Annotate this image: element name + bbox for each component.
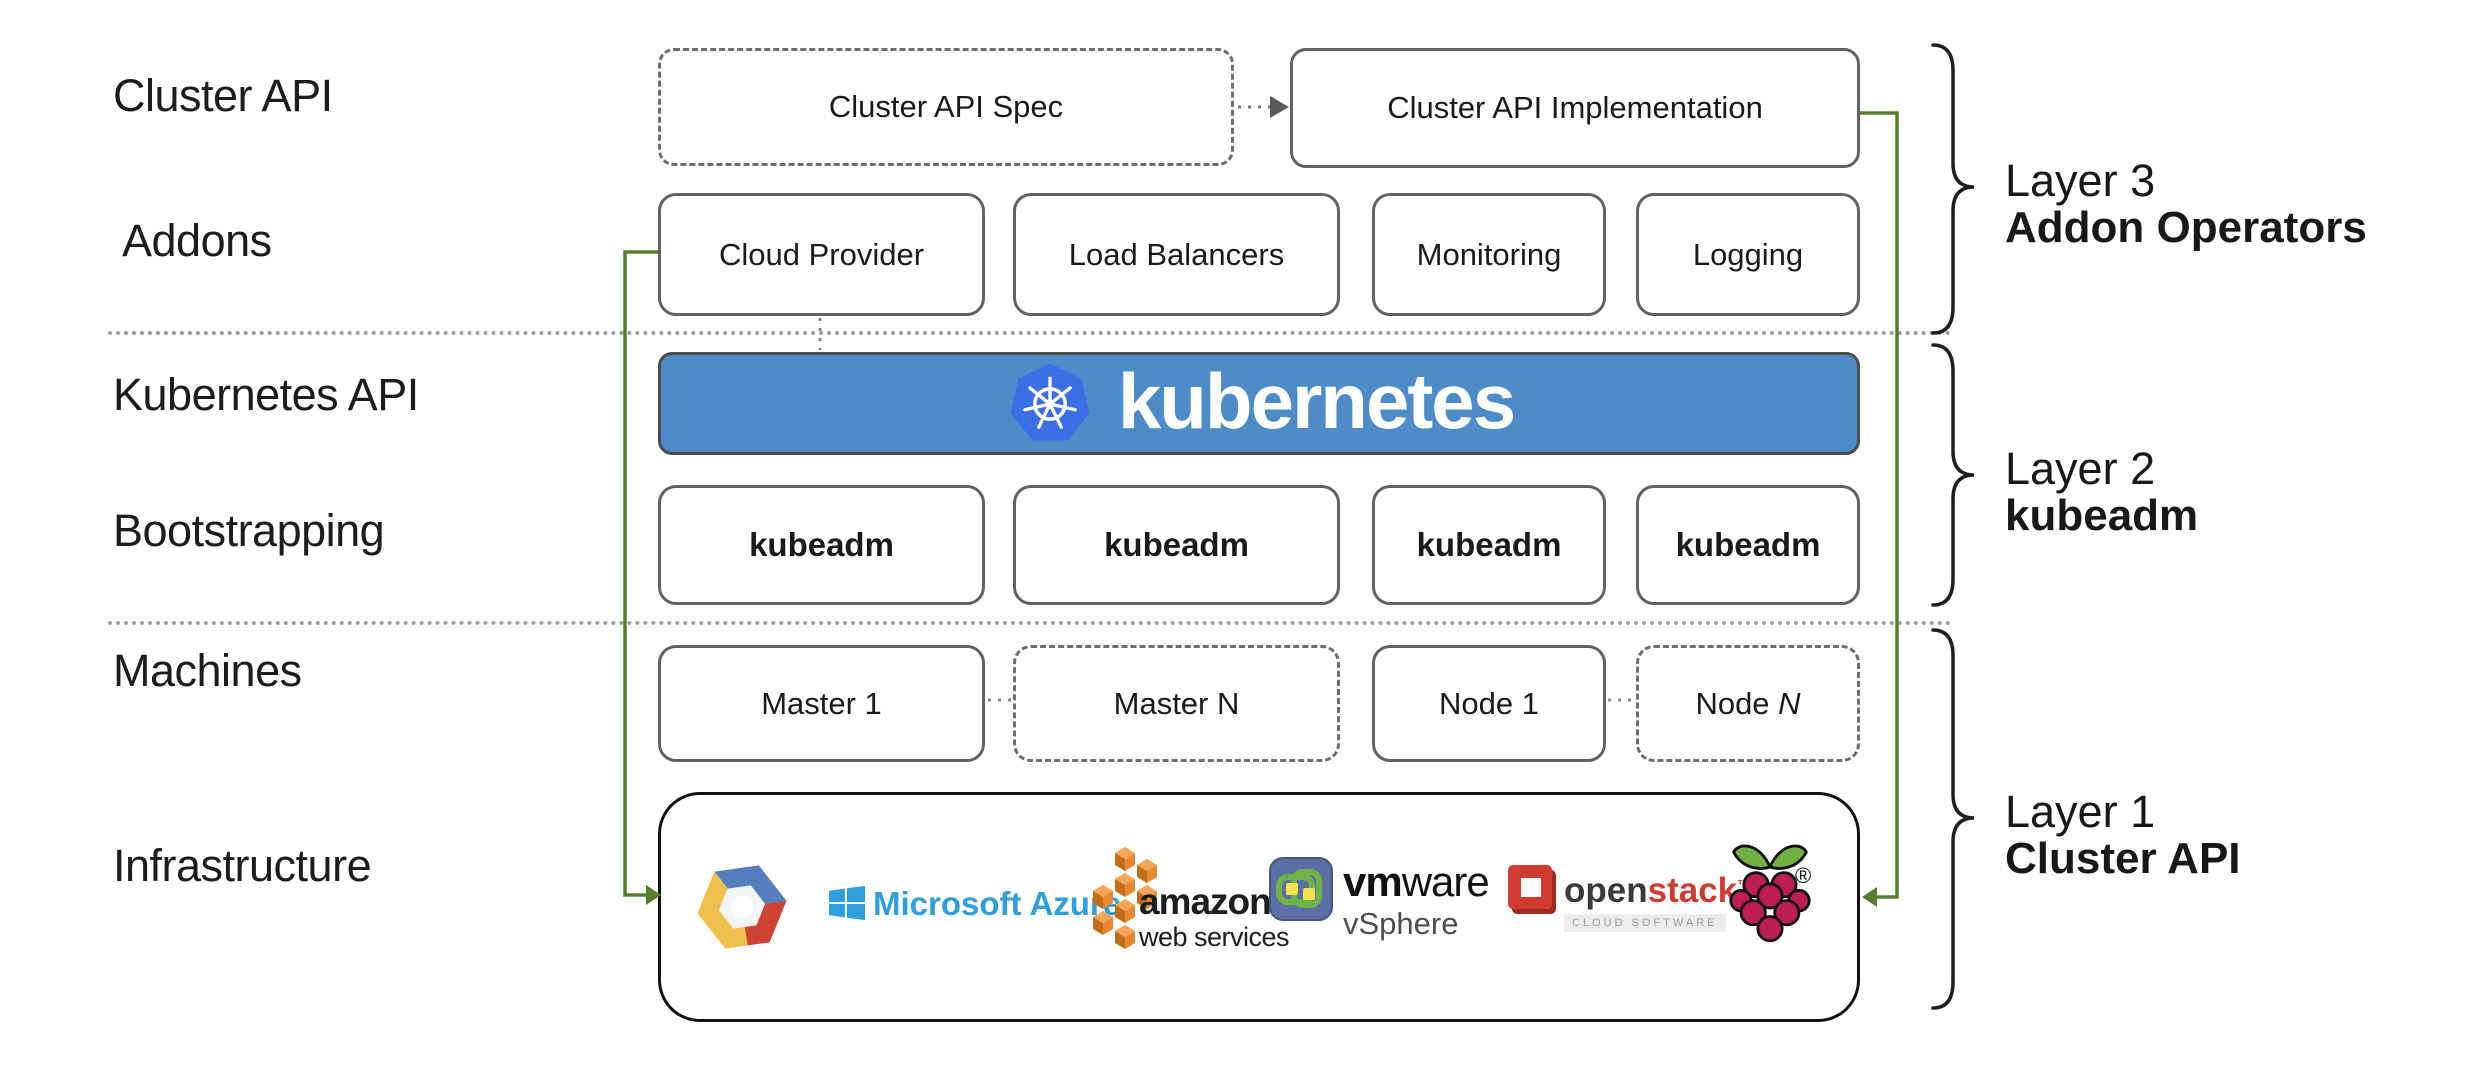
layer-1-title: Layer 1 (2005, 786, 2156, 837)
load-balancers-label: Load Balancers (1068, 236, 1285, 272)
green-connector-right (1860, 111, 1899, 907)
green-connector-left (623, 250, 661, 905)
row-label-cluster-api: Cluster API (113, 70, 333, 121)
box-kubeadm-2: kubeadm (1013, 485, 1340, 605)
box-logging: Logging (1636, 193, 1860, 316)
dotted-separator-bottom (108, 621, 1952, 625)
row-label-machines: Machines (113, 645, 302, 696)
kubeadm-label: kubeadm (749, 526, 894, 563)
kubernetes-wordmark: kubernetes (1117, 356, 1516, 445)
box-load-balancers: Load Balancers (1013, 193, 1340, 316)
kubeadm-label: kubeadm (1416, 526, 1562, 563)
openstack-icon (1506, 861, 1558, 919)
cluster-api-spec-label: Cluster API Spec (828, 89, 1064, 124)
vmware-icon (1269, 855, 1333, 927)
box-node-n: Node N (1636, 645, 1860, 762)
master-n-label: Master N (1113, 685, 1240, 721)
layer-3-subtitle: Addon Operators (2005, 203, 2367, 252)
google-cloud-icon (693, 849, 791, 965)
openstack-logo-text: openstack™ CLOUD SOFTWARE (1564, 873, 1751, 932)
layer-2-title: Layer 2 (2005, 443, 2156, 494)
box-kubeadm-3: kubeadm (1372, 485, 1606, 605)
box-master-n: Master N (1013, 645, 1340, 762)
azure-logo-text: Microsoft Azure (873, 885, 1122, 922)
dotted-separator-top (108, 331, 1952, 335)
cluster-api-implementation-label: Cluster API Implementation (1387, 90, 1763, 125)
layer-2-subtitle: kubeadm (2005, 491, 2199, 540)
box-cloud-provider: Cloud Provider (658, 193, 985, 316)
node-1-label: Node 1 (1439, 685, 1539, 721)
master-1-label: Master 1 (761, 685, 882, 721)
row-label-addons: Addons (122, 215, 272, 266)
row-label-kubernetes-api: Kubernetes API (113, 369, 419, 420)
box-master-1: Master 1 (658, 645, 985, 762)
kubeadm-label: kubeadm (1675, 526, 1821, 563)
layer-3-title: Layer 3 (2005, 155, 2156, 206)
row-label-infrastructure: Infrastructure (113, 840, 372, 891)
row-label-bootstrapping: Bootstrapping (113, 505, 385, 556)
box-cluster-api-spec: Cluster API Spec (658, 48, 1234, 166)
box-node-1: Node 1 (1372, 645, 1606, 762)
azure-window-icon (829, 885, 865, 921)
box-kubeadm-1: kubeadm (658, 485, 985, 605)
layer-1-bracket (1931, 628, 1975, 1010)
layer-2-bracket (1931, 343, 1975, 607)
cloud-provider-label: Cloud Provider (718, 236, 925, 272)
box-kubeadm-4: kubeadm (1636, 485, 1860, 605)
box-cluster-api-implementation: Cluster API Implementation (1290, 48, 1860, 168)
layer-1-subtitle: Cluster API (2005, 834, 2241, 883)
raspberry-pi-icon (1723, 839, 1817, 951)
node-n-label: Node (1695, 685, 1779, 721)
kubeadm-label: kubeadm (1104, 526, 1249, 563)
monitoring-label: Monitoring (1416, 236, 1562, 272)
aws-logo-text: amazon web services (1139, 881, 1290, 952)
vmware-logo-text: vmware vSphere (1343, 858, 1490, 941)
kubernetes-banner: kubernetes (658, 352, 1860, 455)
raspberry-registered-mark: ® (1795, 863, 1812, 888)
spec-to-implementation-arrow (1238, 96, 1289, 118)
layer-3-bracket (1931, 43, 1975, 335)
infrastructure-box: Microsoft Azure (658, 792, 1860, 1022)
kubernetes-logo-icon (1010, 363, 1090, 441)
box-monitoring: Monitoring (1372, 193, 1606, 316)
logging-label: Logging (1692, 236, 1804, 272)
